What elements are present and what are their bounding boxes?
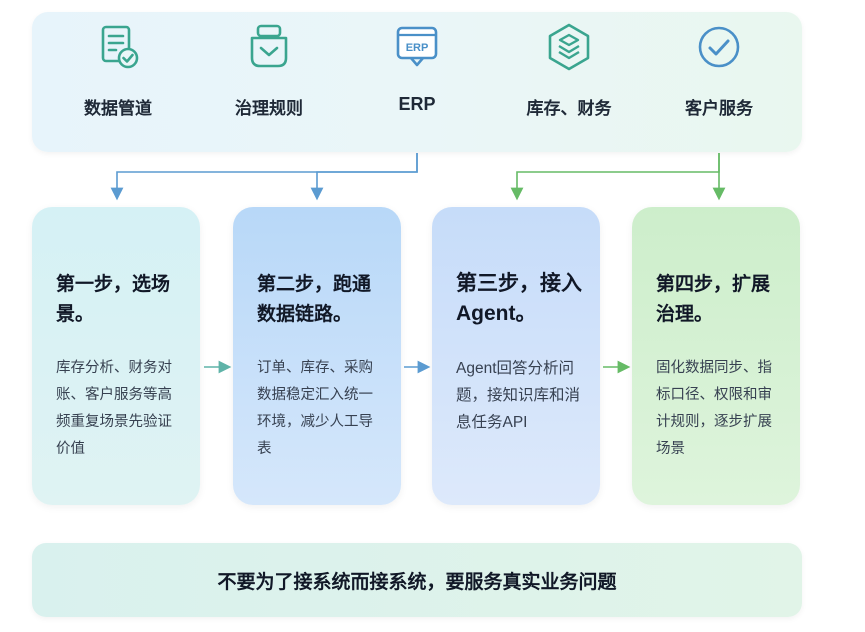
source-governance-rules: 治理规则 xyxy=(199,22,339,119)
step-card-3: 第三步，接入Agent。 Agent回答分析问题，接知识库和消息任务API xyxy=(432,207,600,505)
step-title: 第四步，扩展治理。 xyxy=(656,273,771,325)
connector-erp-to-step1 xyxy=(110,153,418,201)
step-title: 第二步，跑通数据链路。 xyxy=(257,273,372,325)
source-label: 数据管道 xyxy=(84,99,152,119)
source-label: ERP xyxy=(398,94,436,114)
step-card-4: 第四步，扩展治理。 固化数据同步、指标口径、权限和审计规则，逐步扩展场景 xyxy=(632,207,800,505)
step-description: 订单、库存、采购数据稳定汇入统一环境，减少人工导表 xyxy=(257,360,373,457)
step-description: Agent回答分析问题，接知识库和消息任务API xyxy=(456,360,581,431)
connector-erp-to-step2 xyxy=(310,153,418,201)
step-title: 第三步，接入Agent。 xyxy=(456,272,582,325)
source-label: 库存、财务 xyxy=(526,99,612,119)
connector-service-to-step3 xyxy=(510,153,720,201)
step-description: 库存分析、财务对账、客户服务等高频重复场景先验证价值 xyxy=(56,360,172,457)
source-data-pipeline: 数据管道 xyxy=(48,22,188,119)
step-card-2: 第二步，跑通数据链路。 订单、库存、采购数据稳定汇入统一环境，减少人工导表 xyxy=(233,207,401,505)
source-erp: ERP ERP xyxy=(347,22,487,115)
step-title: 第一步，选场景。 xyxy=(56,273,171,325)
footer-banner: 不要为了接系统而接系统，要服务真实业务问题 xyxy=(32,543,802,617)
check-circle-icon xyxy=(698,26,740,68)
source-label: 客户服务 xyxy=(685,99,753,119)
erp-icon-text: ERP xyxy=(406,42,429,54)
source-label: 治理规则 xyxy=(235,99,303,119)
source-inventory-finance: 库存、财务 xyxy=(499,22,639,119)
layers-hexagon-icon xyxy=(548,23,590,71)
footer-text: 不要为了接系统而接系统，要服务真实业务问题 xyxy=(217,570,617,593)
source-customer-service: 客户服务 xyxy=(649,22,789,119)
erp-window-icon: ERP xyxy=(396,26,438,67)
step-card-1: 第一步，选场景。 库存分析、财务对账、客户服务等高频重复场景先验证价值 xyxy=(32,207,200,505)
document-check-icon xyxy=(101,25,139,69)
inbox-tray-icon xyxy=(250,24,288,68)
step-description: 固化数据同步、指标口径、权限和审计规则，逐步扩展场景 xyxy=(656,360,772,457)
